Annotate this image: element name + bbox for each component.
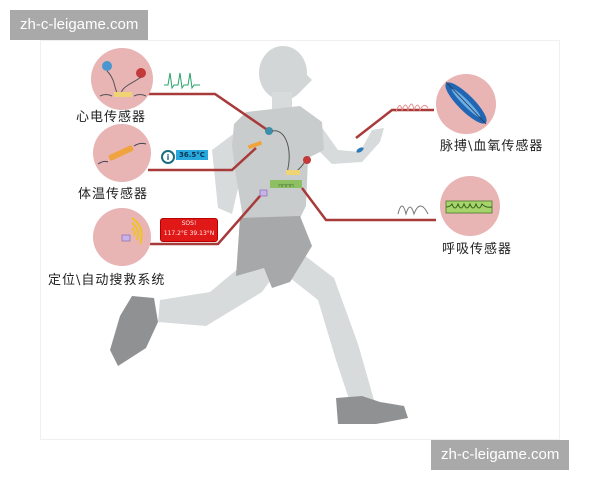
sos-alert-badge: SOS! 117.2°E 39.13°N [160, 218, 218, 242]
sos-alert-coordinates: 117.2°E 39.13°N [163, 230, 215, 237]
info-icon: i [161, 150, 175, 164]
watermark-bottom: zh-c-leigame.com [431, 440, 570, 470]
ecg-sensor-label: 心电传感器 [76, 110, 147, 125]
ecg-waveform [164, 72, 200, 90]
temperature-sensor-illustration [93, 124, 151, 182]
gps-rescue-label: 定位\自动搜救系统 [48, 273, 166, 288]
breathing-waveform [397, 205, 429, 216]
pulse-oximetry-label: 脉搏\血氧传感器 [440, 139, 544, 154]
svg-text:⊓⊓⊓⊓: ⊓⊓⊓⊓ [278, 183, 294, 189]
svg-text:i: i [167, 153, 170, 162]
sos-alert-title: SOS! [181, 220, 197, 227]
gps-sensor-illustration [93, 208, 151, 266]
temperature-sensor-label: 体温传感器 [78, 187, 149, 202]
temperature-reading-badge: 36.5°C [176, 150, 208, 160]
respiration-sensor-illustration [440, 176, 500, 236]
pulse-oximeter-illustration [436, 74, 496, 134]
respiration-sensor-label: 呼吸传感器 [442, 242, 513, 257]
watermark-top: zh-c-leigame.com [10, 10, 149, 40]
wireless-signal-icon [131, 217, 143, 245]
pulse-waveform [395, 103, 429, 113]
runner-figure: ⊓⊓⊓⊓ [110, 46, 408, 424]
ecg-sensor-illustration [91, 48, 153, 110]
